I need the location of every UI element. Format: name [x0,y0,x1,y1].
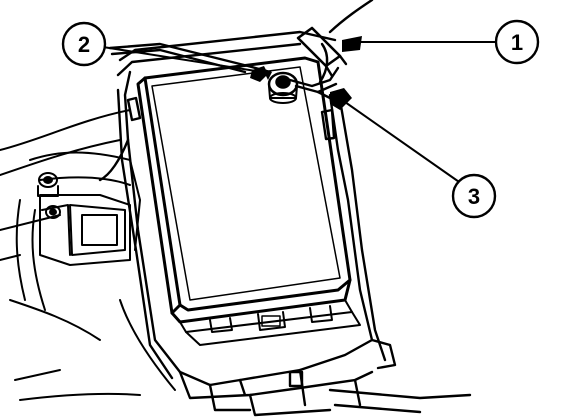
callout-1-circle [494,19,540,65]
module-housing [98,30,472,417]
callout-leaders [102,41,499,185]
callout-1-label: 1 [511,30,523,55]
leader-3 [344,101,463,185]
callout-3-label: 3 [468,184,480,209]
callout-2-label: 2 [78,32,90,57]
leader-2 [102,46,263,73]
callout-2: 2 [61,21,107,67]
bracket-bolt-upper-left [37,172,59,197]
callout-1: 1 [494,19,540,65]
relay-block-left [15,194,131,311]
callout-2-circle [61,21,107,67]
callout-3-circle [451,173,497,219]
ground-nut [267,71,299,104]
callout-3: 3 [451,173,497,219]
electronic-module [136,56,361,346]
